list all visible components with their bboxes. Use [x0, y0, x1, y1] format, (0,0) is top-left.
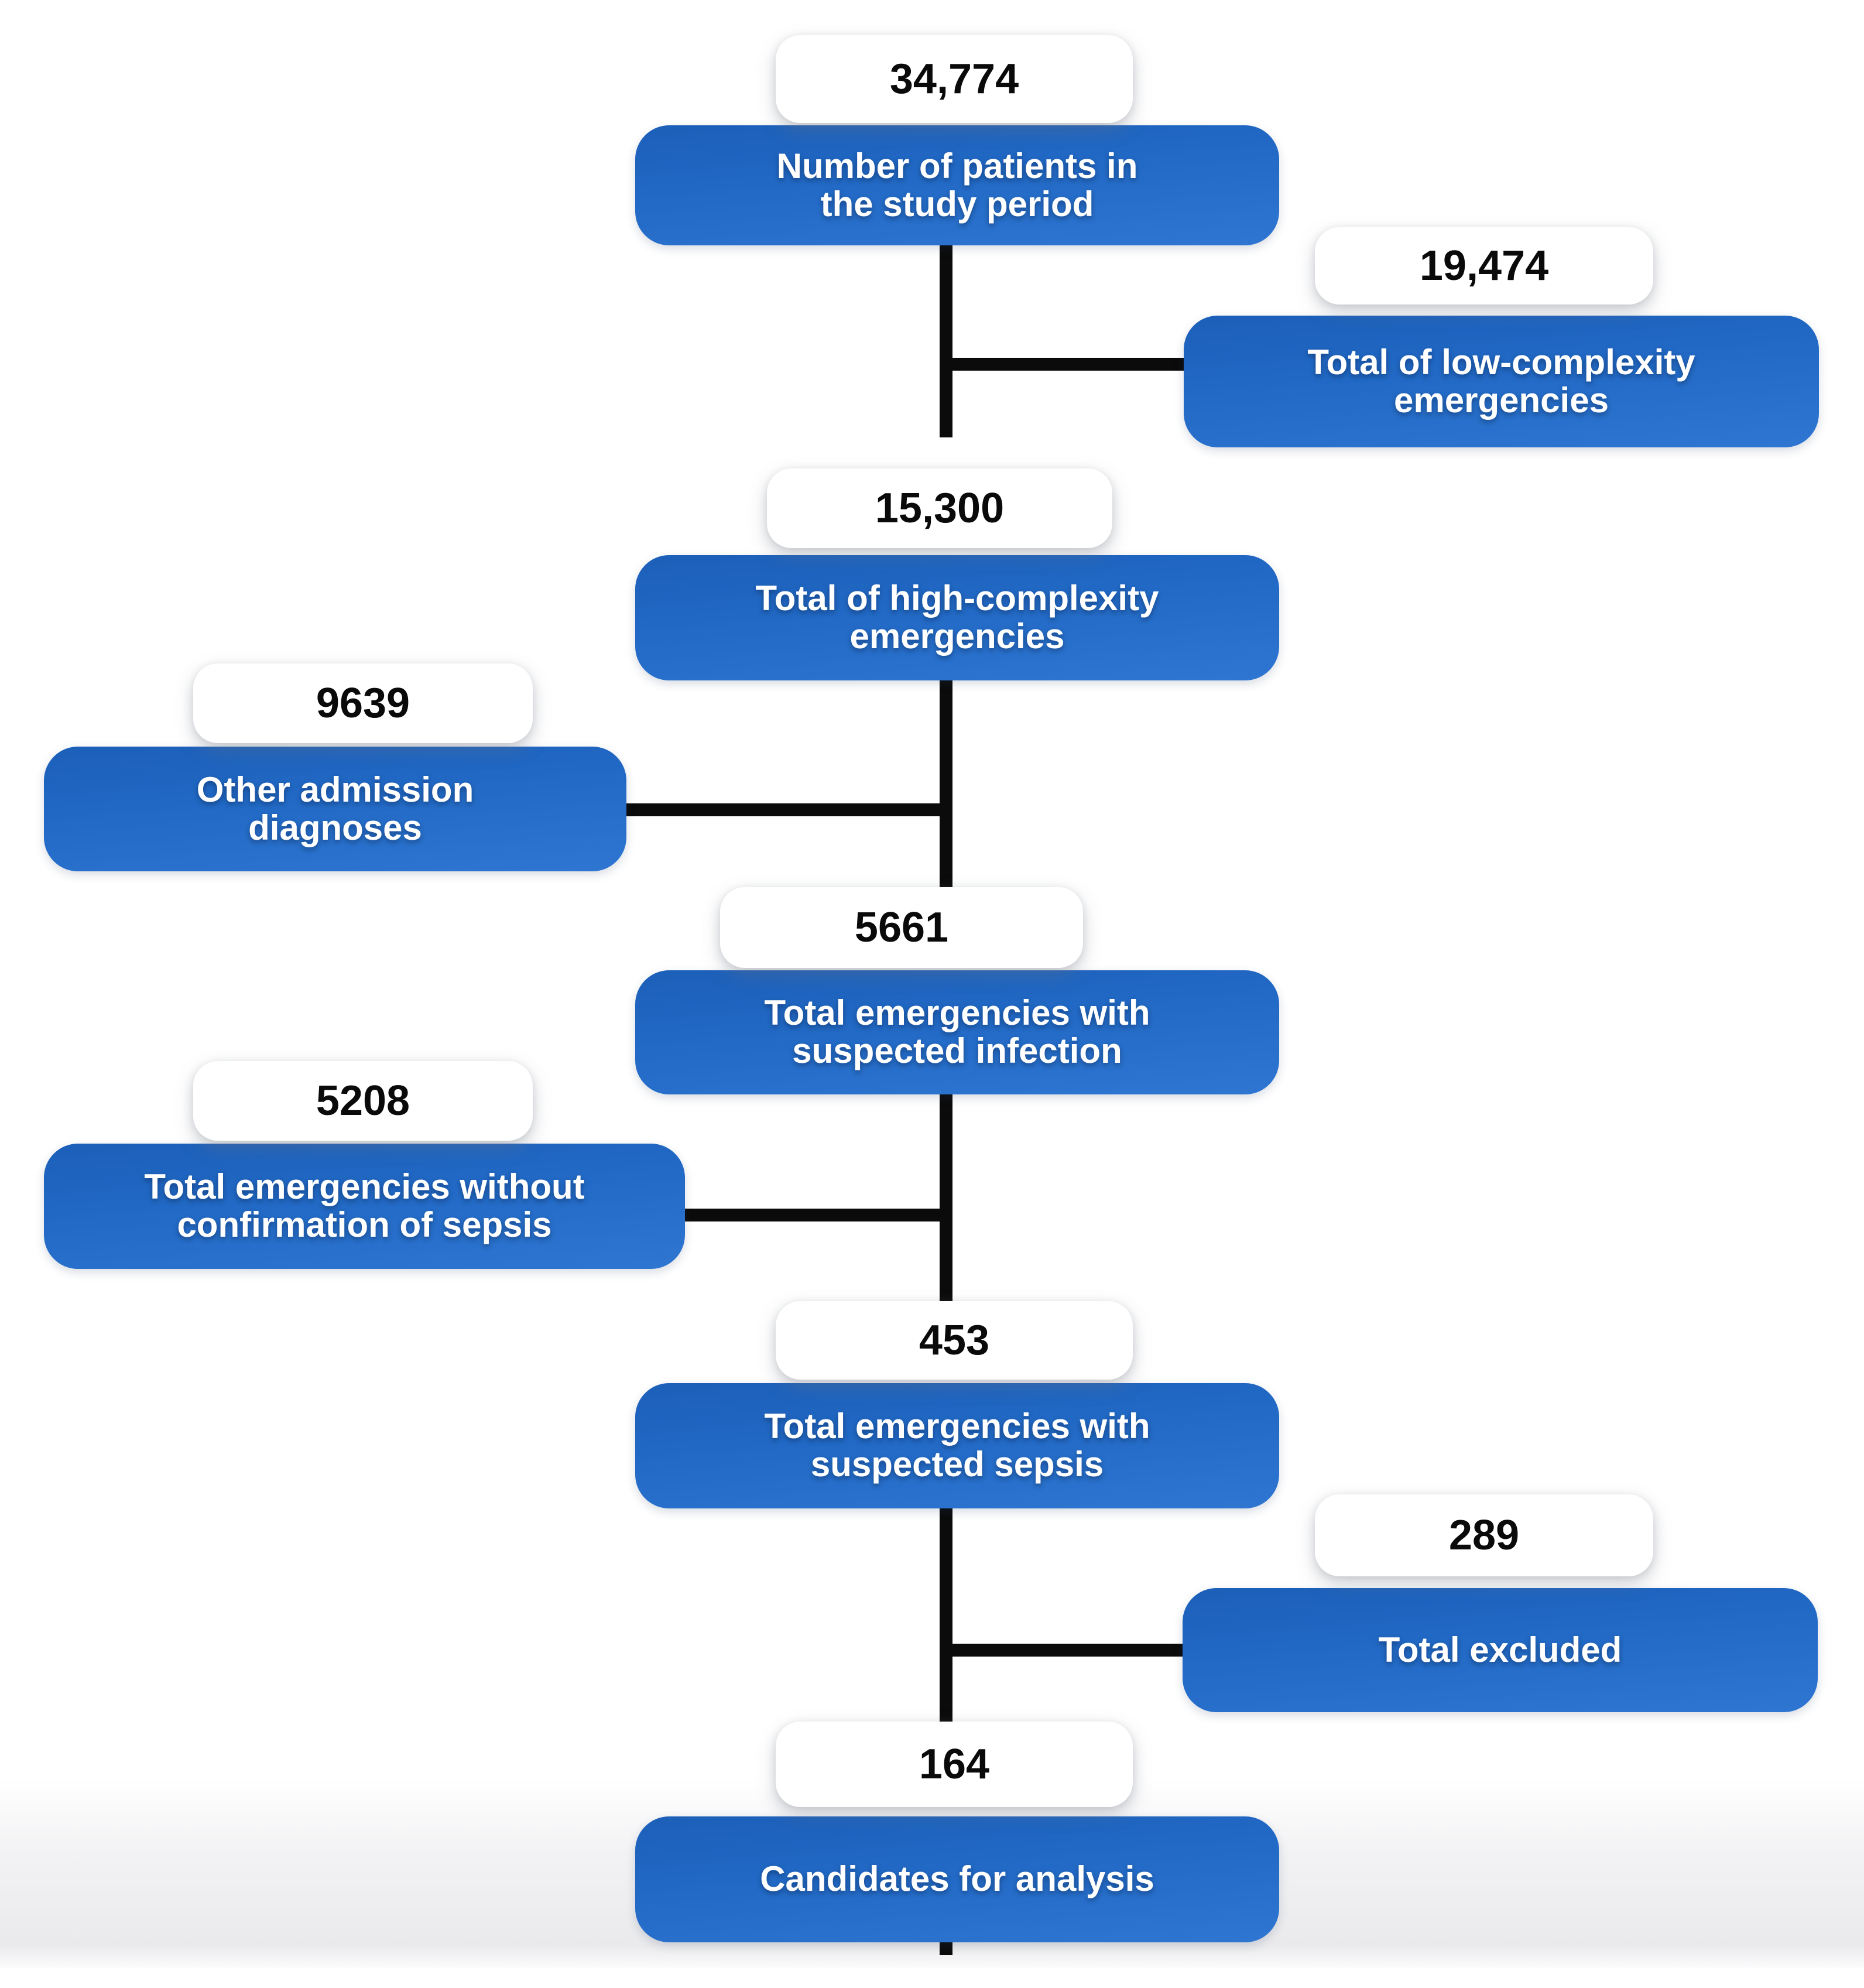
- count-suspected-sepsis: 453: [919, 1317, 990, 1364]
- flow-node-suspected-infection-label: Total emergencies with suspected infecti…: [764, 993, 1150, 1070]
- flow-node-candidates: Candidates for analysis: [635, 1816, 1279, 1942]
- flow-node-excluded: Total excluded: [1183, 1588, 1818, 1712]
- count-excluded: 289: [1448, 1512, 1520, 1559]
- connector-branch-no-sepsis-confirmation: [684, 1209, 946, 1221]
- flow-node-high-complexity: Total of high-complexity emergencies: [635, 555, 1279, 680]
- flow-node-low-complexity-label: Total of low-complexity emergencies: [1307, 342, 1695, 420]
- flow-node-suspected-sepsis-label: Total emergencies with suspected sepsis: [764, 1407, 1150, 1484]
- count-badge-suspected-infection: 5661: [720, 887, 1083, 968]
- flow-node-without-sepsis-confirmation-label: Total emergencies without confirmation o…: [144, 1167, 585, 1244]
- flow-node-excluded-label: Total excluded: [1378, 1630, 1622, 1669]
- flow-node-other-admission: Other admission diagnoses: [44, 747, 626, 871]
- count-badge-study-period: 34,774: [776, 35, 1133, 123]
- count-low-complexity: 19,474: [1419, 242, 1549, 289]
- count-badge-without-sepsis-confirmation: 5208: [193, 1061, 533, 1141]
- count-study-period: 34,774: [889, 56, 1019, 102]
- count-candidates: 164: [919, 1741, 990, 1788]
- flow-node-high-complexity-label: Total of high-complexity emergencies: [755, 579, 1159, 656]
- count-without-sepsis-confirmation: 5208: [316, 1077, 410, 1124]
- connector-trunk-2: [940, 678, 952, 890]
- connector-stub-bottom: [940, 1941, 952, 1955]
- count-badge-other-admission: 9639: [193, 663, 533, 743]
- connector-branch-low-complexity: [946, 358, 1186, 371]
- flow-node-study-period: Number of patients in the study period: [635, 125, 1279, 245]
- flow-node-candidates-label: Candidates for analysis: [760, 1859, 1154, 1899]
- count-badge-excluded: 289: [1315, 1494, 1653, 1576]
- flow-node-suspected-sepsis: Total emergencies with suspected sepsis: [635, 1383, 1279, 1508]
- connector-trunk-1: [940, 244, 952, 437]
- count-other-admission: 9639: [316, 680, 410, 727]
- connector-trunk-4: [940, 1507, 952, 1725]
- flow-node-suspected-infection: Total emergencies with suspected infecti…: [635, 970, 1279, 1094]
- flow-node-other-admission-label: Other admission diagnoses: [196, 769, 474, 847]
- flow-node-without-sepsis-confirmation: Total emergencies without confirmation o…: [44, 1144, 685, 1269]
- connector-branch-other-admission: [625, 803, 946, 816]
- connector-trunk-3: [940, 1093, 952, 1304]
- count-suspected-infection: 5661: [854, 904, 949, 951]
- count-high-complexity: 15,300: [875, 485, 1005, 532]
- flow-node-study-period-label: Number of patients in the study period: [776, 146, 1138, 224]
- count-badge-candidates: 164: [776, 1722, 1133, 1807]
- count-badge-high-complexity: 15,300: [767, 468, 1112, 548]
- count-badge-suspected-sepsis: 453: [776, 1301, 1133, 1380]
- flow-node-low-complexity: Total of low-complexity emergencies: [1184, 316, 1819, 447]
- count-badge-low-complexity: 19,474: [1315, 227, 1653, 304]
- connector-branch-excluded: [946, 1644, 1185, 1657]
